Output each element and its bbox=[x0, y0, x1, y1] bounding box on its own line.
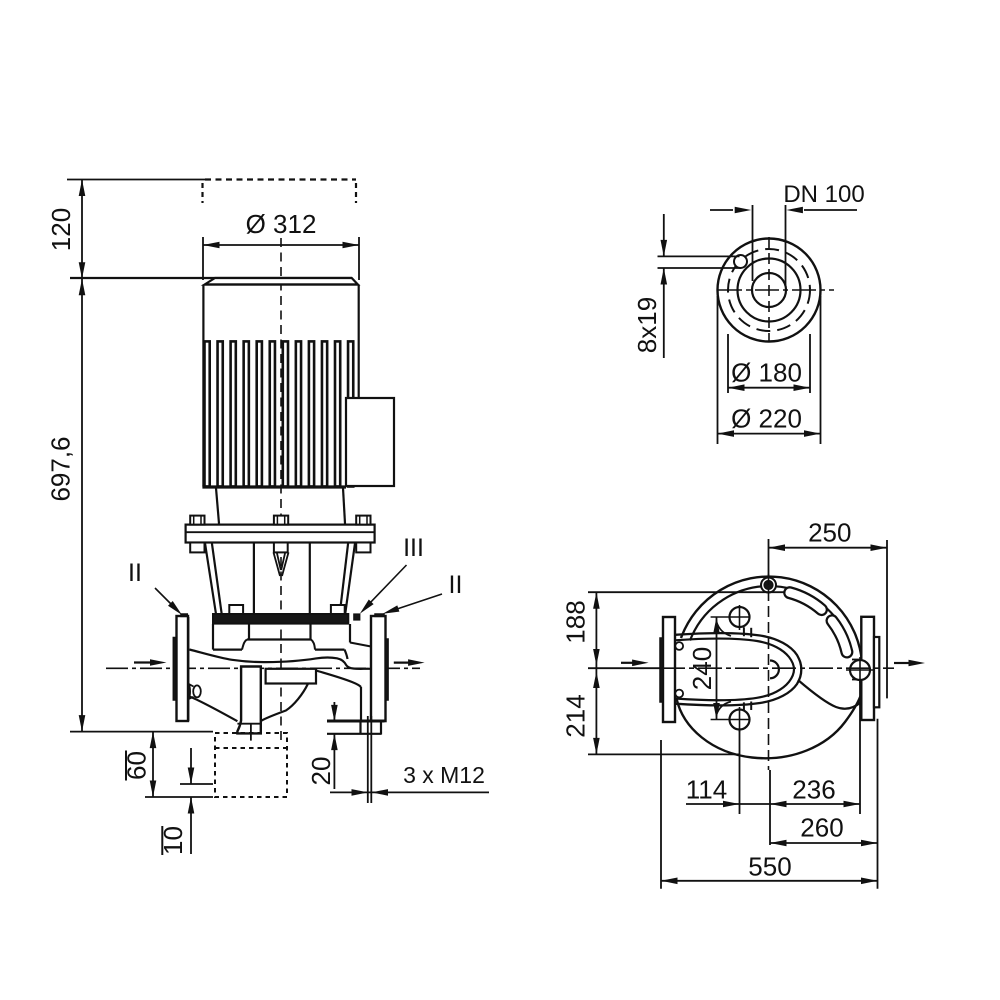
svg-text:Ø 220: Ø 220 bbox=[731, 404, 802, 434]
svg-text:3 x M12: 3 x M12 bbox=[403, 762, 485, 788]
svg-text:250: 250 bbox=[808, 518, 851, 548]
svg-text:114: 114 bbox=[686, 775, 727, 805]
svg-text:Ø 180: Ø 180 bbox=[731, 358, 802, 388]
svg-text:8x19: 8x19 bbox=[632, 297, 662, 353]
svg-text:III: III bbox=[403, 534, 424, 562]
svg-text:260: 260 bbox=[800, 813, 843, 843]
svg-text:Ø 312: Ø 312 bbox=[246, 209, 317, 239]
svg-text:188: 188 bbox=[561, 600, 591, 643]
svg-text:DN 100: DN 100 bbox=[783, 181, 864, 208]
svg-text:II: II bbox=[449, 571, 463, 599]
svg-text:697,6: 697,6 bbox=[46, 436, 76, 501]
svg-text:II: II bbox=[128, 559, 142, 587]
svg-text:120: 120 bbox=[46, 208, 76, 251]
svg-text:20: 20 bbox=[306, 757, 336, 786]
svg-text:214: 214 bbox=[561, 694, 591, 737]
svg-text:240: 240 bbox=[687, 647, 717, 690]
svg-text:550: 550 bbox=[748, 852, 791, 882]
svg-text:236: 236 bbox=[792, 775, 835, 805]
